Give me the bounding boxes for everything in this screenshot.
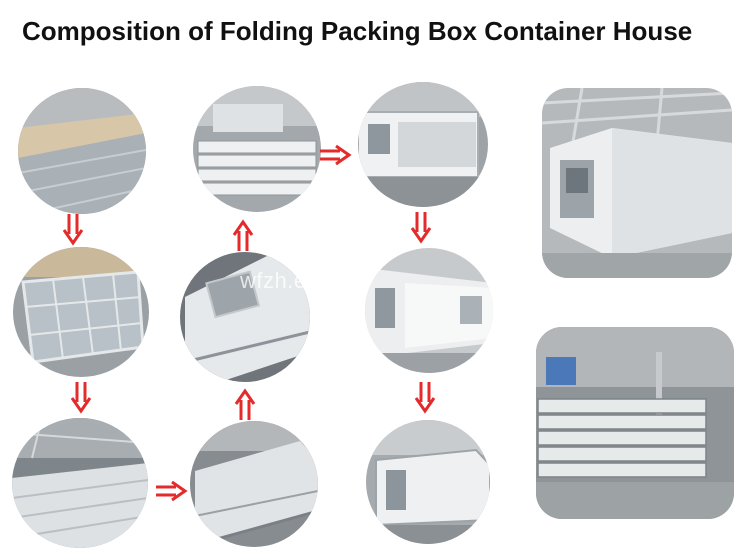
arrow-up-icon xyxy=(234,388,256,420)
step-3-roof-panels xyxy=(12,418,148,548)
arrow-down-icon xyxy=(70,382,92,414)
step-2-frame-assembly xyxy=(13,247,149,377)
arrow-right-icon xyxy=(156,480,188,502)
arrow-down-icon xyxy=(414,382,436,414)
photo-stacked-folded-units xyxy=(536,327,734,519)
arrow-down-icon xyxy=(410,212,432,244)
step-5-window-wall-panel xyxy=(180,252,310,382)
arrow-down-icon xyxy=(62,214,84,246)
step-7-open-container xyxy=(358,82,488,207)
step-1-floor-frame xyxy=(18,88,146,214)
step-6-stacked-units xyxy=(193,86,321,212)
step-8-interior-room xyxy=(365,248,493,373)
photo-lifted-container xyxy=(542,88,732,278)
arrow-up-icon xyxy=(232,219,254,251)
arrow-right-icon xyxy=(320,144,352,166)
step-4-folded-panel xyxy=(190,421,318,547)
page-title: Composition of Folding Packing Box Conta… xyxy=(22,16,693,46)
step-9-finished-house xyxy=(366,420,490,544)
